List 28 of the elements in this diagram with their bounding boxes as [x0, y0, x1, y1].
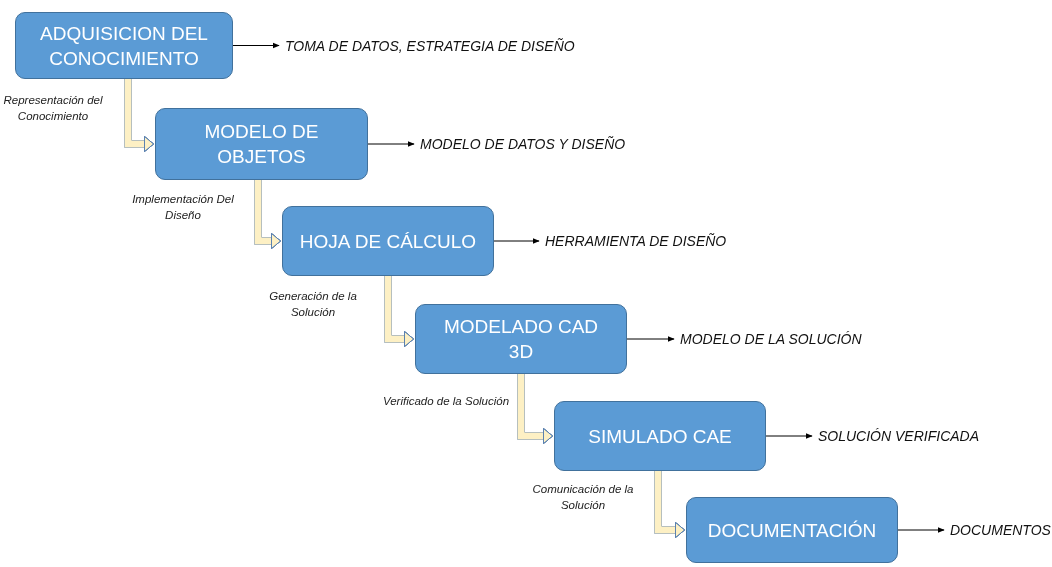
- block-arrow: [254, 180, 281, 249]
- arrow: [232, 42, 280, 49]
- process-box: DOCUMENTACIÓN: [686, 497, 898, 563]
- block-arrow: [124, 79, 154, 152]
- output-text: MODELO DE DATOS Y DISEÑO: [420, 135, 626, 153]
- edge-label: Verificado de la Solución: [381, 394, 511, 409]
- process-box: SIMULADO CAE: [554, 401, 766, 471]
- arrow: [493, 238, 540, 244]
- edge-label: Generación de la Solución: [268, 288, 358, 320]
- arrow: [367, 141, 415, 147]
- arrow: [765, 433, 813, 439]
- edge-label: Representación del Conocimiento: [2, 92, 104, 124]
- output-text: DOCUMENTOS: [950, 521, 1051, 539]
- output-text: HERRAMIENTA DE DISEÑO: [545, 232, 727, 250]
- output-text: MODELO DE LA SOLUCIÓN: [680, 330, 862, 348]
- edge-label: Implementación Del Diseño: [131, 191, 235, 223]
- arrow: [626, 336, 675, 342]
- output-text: SOLUCIÓN VERIFICADA: [818, 427, 980, 445]
- output-text: TOMA DE DATOS, ESTRATEGIA DE DISEÑO: [285, 36, 575, 55]
- arrow: [897, 527, 945, 533]
- block-arrow: [384, 276, 414, 347]
- edge-label: Comunicación de la Solución: [531, 481, 635, 513]
- process-box: HOJA DE CÁLCULO: [282, 206, 494, 276]
- block-arrow: [654, 471, 685, 538]
- block-arrow: [517, 374, 553, 444]
- process-box: MODELADO CAD 3D: [415, 304, 627, 374]
- process-box: MODELO DE OBJETOS: [155, 108, 368, 180]
- process-box: ADQUISICION DEL CONOCIMIENTO: [15, 12, 233, 79]
